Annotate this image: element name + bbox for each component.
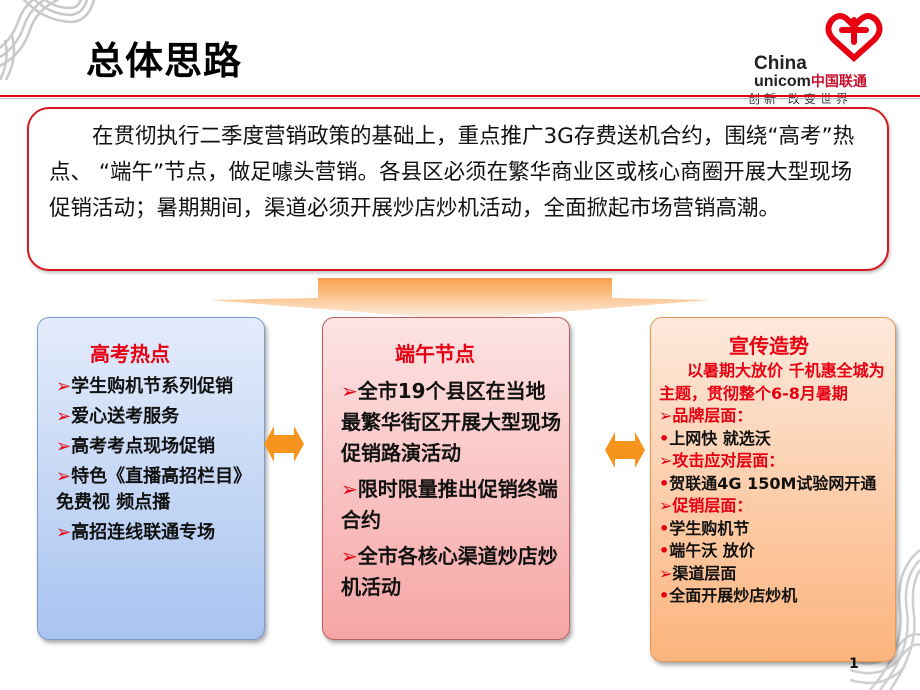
- summary-text: 在贯彻执行二季度营销政策的基础上，重点推广3G存费送机合约，围绕“高考”热点、 …: [49, 124, 855, 221]
- arrow-bullet-icon: ➢: [56, 376, 72, 397]
- card-title: 宣传造势: [729, 334, 809, 358]
- gaokao-list: ➢学生购机节系列促销 ➢爱心送考服务 ➢高考考点现场促销 ➢特色《直播高招栏目》…: [56, 374, 256, 550]
- card-title: 端午节点: [395, 342, 475, 366]
- arrow-bullet-icon: ➢: [56, 406, 72, 427]
- header-divider: [0, 95, 920, 97]
- section-bullet: •端午沃 放价: [659, 541, 755, 560]
- duanwu-list: ➢全市19个县区在当地最繁华街区开展大型现场促销路演活动 ➢限时限量推出促销终端…: [341, 376, 563, 608]
- china-unicom-logo: China unicom中国联通 创新·改变世界: [748, 8, 908, 108]
- card-publicity: 宣传造势 以暑期大放价 千机惠全城为主题，贯彻整个6-8月暑期 ➢品牌层面： •…: [650, 317, 896, 662]
- arrow-bullet-icon: ➢: [659, 406, 673, 425]
- page-number: 1: [849, 656, 859, 672]
- double-arrow-icon: [264, 426, 304, 462]
- decorative-pattern-top-left: [0, 0, 96, 80]
- publicity-content: 以暑期大放价 千机惠全城为主题，贯彻整个6-8月暑期 ➢品牌层面： •上网快 就…: [659, 360, 891, 608]
- logo-text-unicom: unicom中国联通: [754, 72, 867, 91]
- dot-bullet-icon: •: [659, 518, 670, 538]
- arrow-bullet-icon: ➢: [341, 544, 358, 568]
- card-title: 高考热点: [90, 342, 170, 366]
- list-item: ➢全市19个县区在当地最繁华街区开展大型现场促销路演活动: [341, 379, 561, 465]
- section-bullet: •全面开展炒店炒机: [659, 586, 798, 605]
- slide-title: 总体思路: [86, 39, 243, 83]
- header-divider-shadow: [0, 98, 920, 99]
- section-bullet: •贺联通4G 150M试验网开通: [659, 473, 877, 493]
- funnel-arrow-shape: [210, 278, 710, 320]
- double-arrow-icon: [605, 432, 645, 468]
- logo-text-china: China: [754, 53, 807, 74]
- arrow-bullet-icon: ➢: [56, 466, 72, 487]
- logo-text-unicom-en: unicom: [754, 73, 811, 90]
- card-duanwu-node: 端午节点 ➢全市19个县区在当地最繁华街区开展大型现场促销路演活动 ➢限时限量推…: [322, 317, 570, 640]
- section-heading: ➢促销层面：: [659, 496, 753, 515]
- list-item: ➢爱心送考服务: [56, 406, 180, 427]
- dot-bullet-icon: •: [659, 586, 670, 605]
- arrow-bullet-icon: ➢: [659, 451, 673, 470]
- section-heading: ➢攻击应对层面：: [659, 451, 785, 470]
- dot-bullet-icon: •: [659, 473, 670, 493]
- arrow-bullet-icon: ➢: [341, 379, 358, 403]
- dot-bullet-icon: •: [659, 541, 670, 560]
- decorative-pattern-bottom-right: [850, 549, 920, 690]
- list-item: ➢学生购机节系列促销: [56, 376, 234, 397]
- arrow-bullet-icon: ➢: [56, 436, 72, 457]
- list-item: ➢高考考点现场促销: [56, 436, 216, 457]
- section-bullet: •学生购机节: [659, 518, 750, 538]
- publicity-intro: 以暑期大放价 千机惠全城为主题，贯彻整个6-8月暑期: [659, 361, 885, 403]
- unicom-knot-icon: [825, 13, 883, 63]
- section-heading: ➢渠道层面: [659, 563, 737, 583]
- list-item: ➢特色《直播高招栏目》免费视 频点播: [56, 466, 252, 513]
- section-heading: ➢品牌层面：: [659, 406, 753, 425]
- logo-text-unicom-cn: 中国联通: [810, 73, 867, 89]
- section-bullet: •上网快 就选沃: [659, 428, 771, 448]
- card-gaokao-hotspot: 高考热点 ➢学生购机节系列促销 ➢爱心送考服务 ➢高考考点现场促销 ➢特色《直播…: [37, 317, 265, 640]
- list-item: ➢全市各核心渠道炒店炒机活动: [341, 544, 558, 599]
- arrow-bullet-icon: ➢: [341, 477, 358, 501]
- list-item: ➢高招连线联通专场: [56, 522, 216, 543]
- list-item: ➢限时限量推出促销终端合约: [341, 477, 558, 532]
- summary-box: 在贯彻执行二季度营销政策的基础上，重点推广3G存费送机合约，围绕“高考”热点、 …: [27, 107, 889, 271]
- arrow-bullet-icon: ➢: [56, 522, 72, 543]
- arrow-bullet-icon: ➢: [659, 496, 673, 515]
- dot-bullet-icon: •: [659, 428, 670, 448]
- arrow-bullet-icon: ➢: [659, 563, 673, 583]
